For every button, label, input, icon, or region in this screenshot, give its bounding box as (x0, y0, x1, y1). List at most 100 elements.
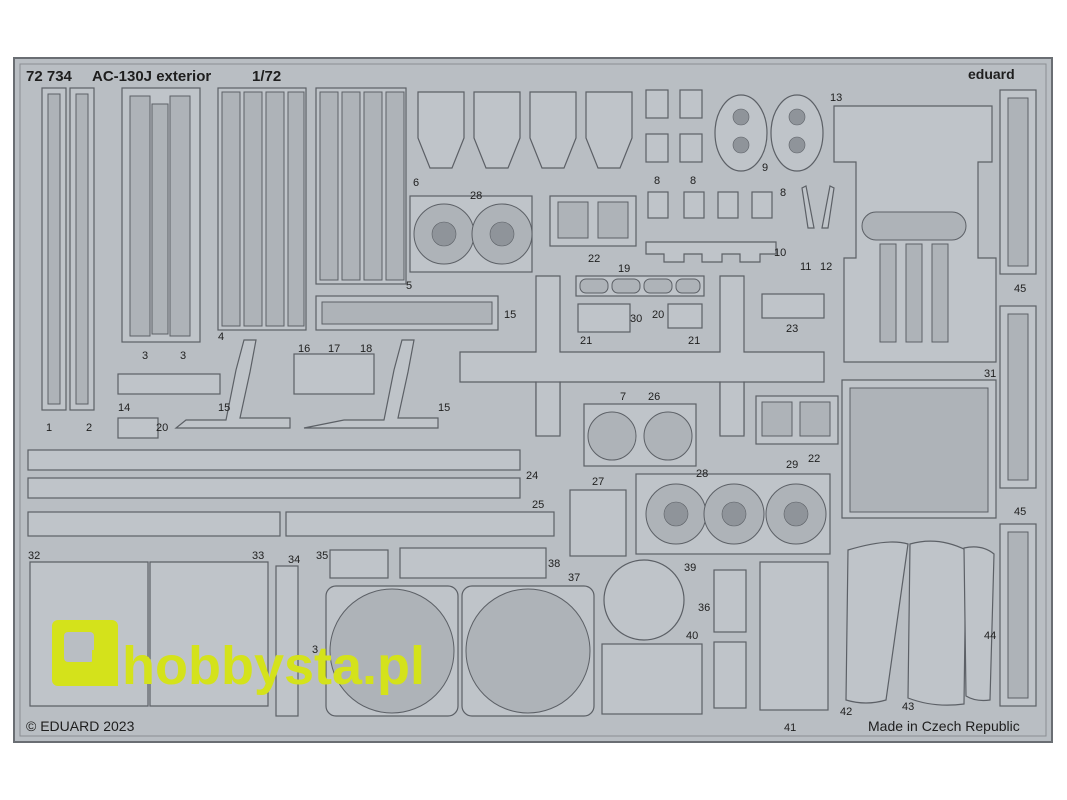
part-5-ribbed-panels (315, 87, 407, 285)
svg-text:23: 23 (786, 323, 798, 335)
svg-text:19: 19 (618, 263, 630, 275)
part-30-tabs (577, 303, 631, 333)
svg-text:5: 5 (406, 280, 412, 292)
svg-text:36: 36 (698, 602, 710, 614)
catalog-number: 72 734 (26, 68, 73, 85)
svg-text:44: 44 (984, 630, 996, 642)
svg-text:39: 39 (684, 562, 696, 574)
copyright-text: © EDUARD 2023 (26, 718, 135, 734)
svg-text:43: 43 (902, 701, 914, 713)
part-1-2-strips (41, 87, 95, 411)
svg-text:13: 13 (830, 92, 842, 104)
svg-text:4: 4 (218, 331, 224, 343)
svg-text:26: 26 (648, 391, 660, 403)
svg-text:8: 8 (690, 175, 696, 187)
kit-name: AC-130J exterior (92, 68, 211, 85)
part-41-frame (759, 561, 829, 711)
svg-text:24: 24 (526, 470, 538, 482)
svg-text:8: 8 (780, 187, 786, 199)
svg-text:6: 6 (413, 177, 419, 189)
part-number-labels: 1 2 3 3 4 5 6 28 8 8 9 13 8 10 11 12 22 … (28, 92, 1026, 734)
svg-text:34: 34 (288, 554, 300, 566)
svg-text:21: 21 (580, 335, 592, 347)
svg-text:22: 22 (588, 253, 600, 265)
svg-text:2: 2 (86, 422, 92, 434)
svg-text:38: 38 (548, 558, 560, 570)
part-15-pipes (174, 339, 439, 429)
svg-text:20: 20 (156, 422, 168, 434)
svg-text:10: 10 (774, 247, 786, 259)
part-37-large-discs (325, 585, 595, 717)
part-28-29-round-covers-lower (635, 473, 831, 555)
brand-logo: eduard (968, 66, 1015, 82)
svg-text:1: 1 (46, 422, 52, 434)
part-25-long-strips (27, 511, 555, 537)
svg-text:37: 37 (568, 572, 580, 584)
svg-text:12: 12 (820, 261, 832, 273)
part-22-grilles-top (549, 195, 637, 247)
part-40-plate (601, 643, 703, 715)
part-42-43-44-curved-panels (845, 540, 995, 706)
part-35-rings (329, 549, 389, 579)
svg-text:20: 20 (652, 309, 664, 321)
part-39-round-plate (603, 559, 685, 641)
svg-text:25: 25 (532, 499, 544, 511)
svg-text:16: 16 (298, 343, 310, 355)
part-7-26-round-plates (583, 403, 697, 467)
part-14-clips (117, 373, 221, 395)
svg-text:9: 9 (762, 162, 768, 174)
part-24-long-strips (27, 449, 521, 499)
svg-text:3: 3 (312, 644, 318, 656)
svg-text:15: 15 (504, 309, 516, 321)
scale-label: 1/72 (252, 68, 281, 85)
part-20-small (117, 417, 159, 439)
part-4-ribbed-panels (217, 87, 307, 331)
svg-text:45: 45 (1014, 506, 1026, 518)
svg-text:11: 11 (800, 261, 811, 273)
svg-text:3: 3 (180, 350, 186, 362)
svg-text:35: 35 (316, 550, 328, 562)
svg-text:32: 32 (28, 550, 40, 562)
svg-text:3: 3 (142, 350, 148, 362)
part-8-small-brackets (645, 89, 773, 219)
svg-text:40: 40 (686, 630, 698, 642)
part-3-frames (121, 87, 201, 343)
svg-text:45: 45 (1014, 283, 1026, 295)
svg-text:28: 28 (696, 468, 708, 480)
svg-text:29: 29 (786, 459, 798, 471)
part-45-side-strips (999, 89, 1037, 707)
svg-text:15: 15 (438, 402, 450, 414)
part-27-fins (569, 489, 627, 557)
part-22-grilles-lower (755, 395, 839, 445)
svg-text:7: 7 (620, 391, 626, 403)
part-6-tapered-panels (417, 91, 633, 169)
watermark-text: hobbysta.pl (122, 636, 425, 696)
part-21-cross-frames (459, 275, 825, 437)
watermark: hobbysta.pl (52, 620, 425, 696)
svg-text:30: 30 (630, 313, 642, 325)
part-11-12-clips (801, 185, 835, 229)
part-31-panel (841, 379, 997, 519)
svg-text:22: 22 (808, 453, 820, 465)
svg-text:14: 14 (118, 402, 130, 414)
svg-text:17: 17 (328, 343, 340, 355)
svg-text:28: 28 (470, 190, 482, 202)
svg-text:33: 33 (252, 550, 264, 562)
part-9-oval-covers (714, 94, 824, 172)
part-38-strip (399, 547, 547, 579)
part-20-tabs (667, 303, 703, 329)
origin-text: Made in Czech Republic (868, 718, 1020, 734)
part-23-brackets (761, 293, 825, 319)
svg-text:8: 8 (654, 175, 660, 187)
part-16-17-18-small-parts (293, 353, 375, 395)
watermark-logo-icon (52, 620, 118, 686)
part-10-strip (645, 241, 777, 263)
svg-text:18: 18 (360, 343, 372, 355)
svg-text:15: 15 (218, 402, 230, 414)
svg-text:42: 42 (840, 706, 852, 718)
part-19-vent-row (575, 275, 705, 297)
fret-inner-border (19, 63, 1047, 737)
part-36-strips (713, 569, 747, 709)
svg-text:41: 41 (784, 722, 796, 734)
